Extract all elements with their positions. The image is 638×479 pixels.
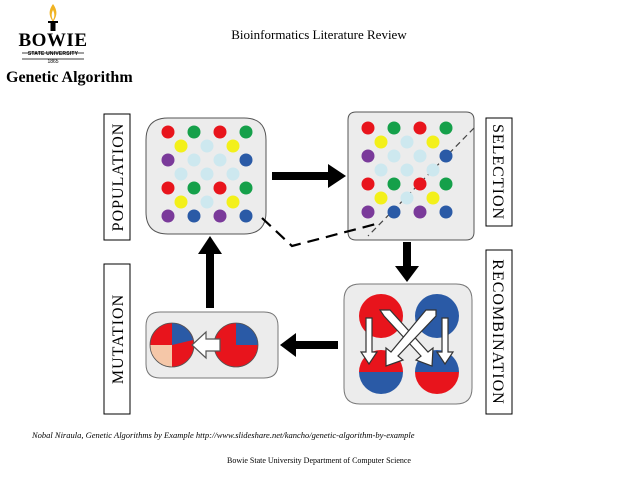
individual-dot bbox=[187, 153, 201, 167]
individual-dot bbox=[239, 153, 253, 167]
individual-dot bbox=[226, 195, 240, 209]
individual-dot bbox=[374, 163, 388, 177]
individual-dot bbox=[187, 125, 201, 139]
individual-dot bbox=[387, 149, 401, 163]
individual-dot bbox=[413, 121, 427, 135]
citation: Nobal Niraula, Genetic Algorithms by Exa… bbox=[32, 430, 415, 440]
crossover-arrows bbox=[359, 309, 455, 367]
arrow-recombination-to-mutation bbox=[280, 333, 338, 357]
original-chromosome bbox=[213, 322, 259, 368]
arrow-selection-to-recombination bbox=[395, 242, 419, 282]
individual-dot bbox=[400, 135, 414, 149]
individual-dot bbox=[400, 163, 414, 177]
population-label: POPULATION bbox=[110, 123, 127, 232]
arrow-mutation-to-population bbox=[198, 236, 222, 308]
individual-dot bbox=[213, 209, 227, 223]
individual-dot bbox=[161, 153, 175, 167]
logo-year: 1865 bbox=[47, 59, 59, 65]
individual-dot bbox=[426, 191, 440, 205]
population-label-box: POPULATION bbox=[103, 113, 131, 241]
individual-dot bbox=[361, 177, 375, 191]
arrow-population-to-selection bbox=[272, 164, 346, 188]
individual-dot bbox=[187, 181, 201, 195]
individual-dot bbox=[200, 167, 214, 181]
individual-dot bbox=[387, 205, 401, 219]
individual-dot bbox=[187, 209, 201, 223]
individual-dot bbox=[374, 191, 388, 205]
selection-label-box: SELECTION bbox=[485, 117, 513, 227]
recombination-label-box: RECOMBINATION bbox=[485, 249, 513, 415]
recombination-label: RECOMBINATION bbox=[489, 259, 506, 404]
individual-dot bbox=[161, 181, 175, 195]
individual-dot bbox=[413, 149, 427, 163]
individual-dot bbox=[439, 149, 453, 163]
individual-dot bbox=[174, 167, 188, 181]
individual-dot bbox=[213, 181, 227, 195]
individual-dot bbox=[400, 191, 414, 205]
individual-dot bbox=[213, 153, 227, 167]
footer: Bowie State University Department of Com… bbox=[227, 456, 411, 465]
individual-dot bbox=[413, 177, 427, 191]
mutation-hollow-arrow bbox=[191, 330, 221, 360]
individual-dot bbox=[174, 195, 188, 209]
population-dots bbox=[161, 125, 253, 223]
individual-dot bbox=[426, 135, 440, 149]
individual-dot bbox=[361, 205, 375, 219]
individual-dot bbox=[226, 139, 240, 153]
individual-dot bbox=[361, 121, 375, 135]
individual-dot bbox=[213, 125, 227, 139]
individual-dot bbox=[387, 177, 401, 191]
individual-dot bbox=[239, 209, 253, 223]
individual-dot bbox=[439, 121, 453, 135]
individual-dot bbox=[226, 167, 240, 181]
individual-dot bbox=[361, 149, 375, 163]
mutation-label: MUTATION bbox=[110, 294, 127, 384]
individual-dot bbox=[161, 125, 175, 139]
individual-dot bbox=[239, 181, 253, 195]
mutated-chromosome bbox=[149, 322, 195, 368]
logo-name: BOWIE bbox=[18, 30, 88, 51]
dashed-selection-connector bbox=[261, 217, 377, 248]
individual-dot bbox=[200, 195, 214, 209]
individual-dot bbox=[161, 209, 175, 223]
individual-dot bbox=[200, 139, 214, 153]
individual-dot bbox=[413, 205, 427, 219]
individual-dot bbox=[239, 125, 253, 139]
torch-icon bbox=[48, 4, 58, 31]
individual-dot bbox=[439, 177, 453, 191]
individual-dot bbox=[439, 205, 453, 219]
selection-dots bbox=[361, 121, 453, 219]
bowie-logo bbox=[22, 4, 84, 60]
mutation-label-box: MUTATION bbox=[103, 263, 131, 415]
header-title: Bioinformatics Literature Review bbox=[231, 27, 407, 42]
slide-title: Genetic Algorithm bbox=[6, 69, 133, 86]
individual-dot bbox=[426, 163, 440, 177]
individual-dot bbox=[174, 139, 188, 153]
individual-dot bbox=[374, 135, 388, 149]
logo-subtitle: STATE UNIVERSITY bbox=[27, 51, 79, 57]
individual-dot bbox=[387, 121, 401, 135]
selection-label: SELECTION bbox=[489, 124, 506, 220]
